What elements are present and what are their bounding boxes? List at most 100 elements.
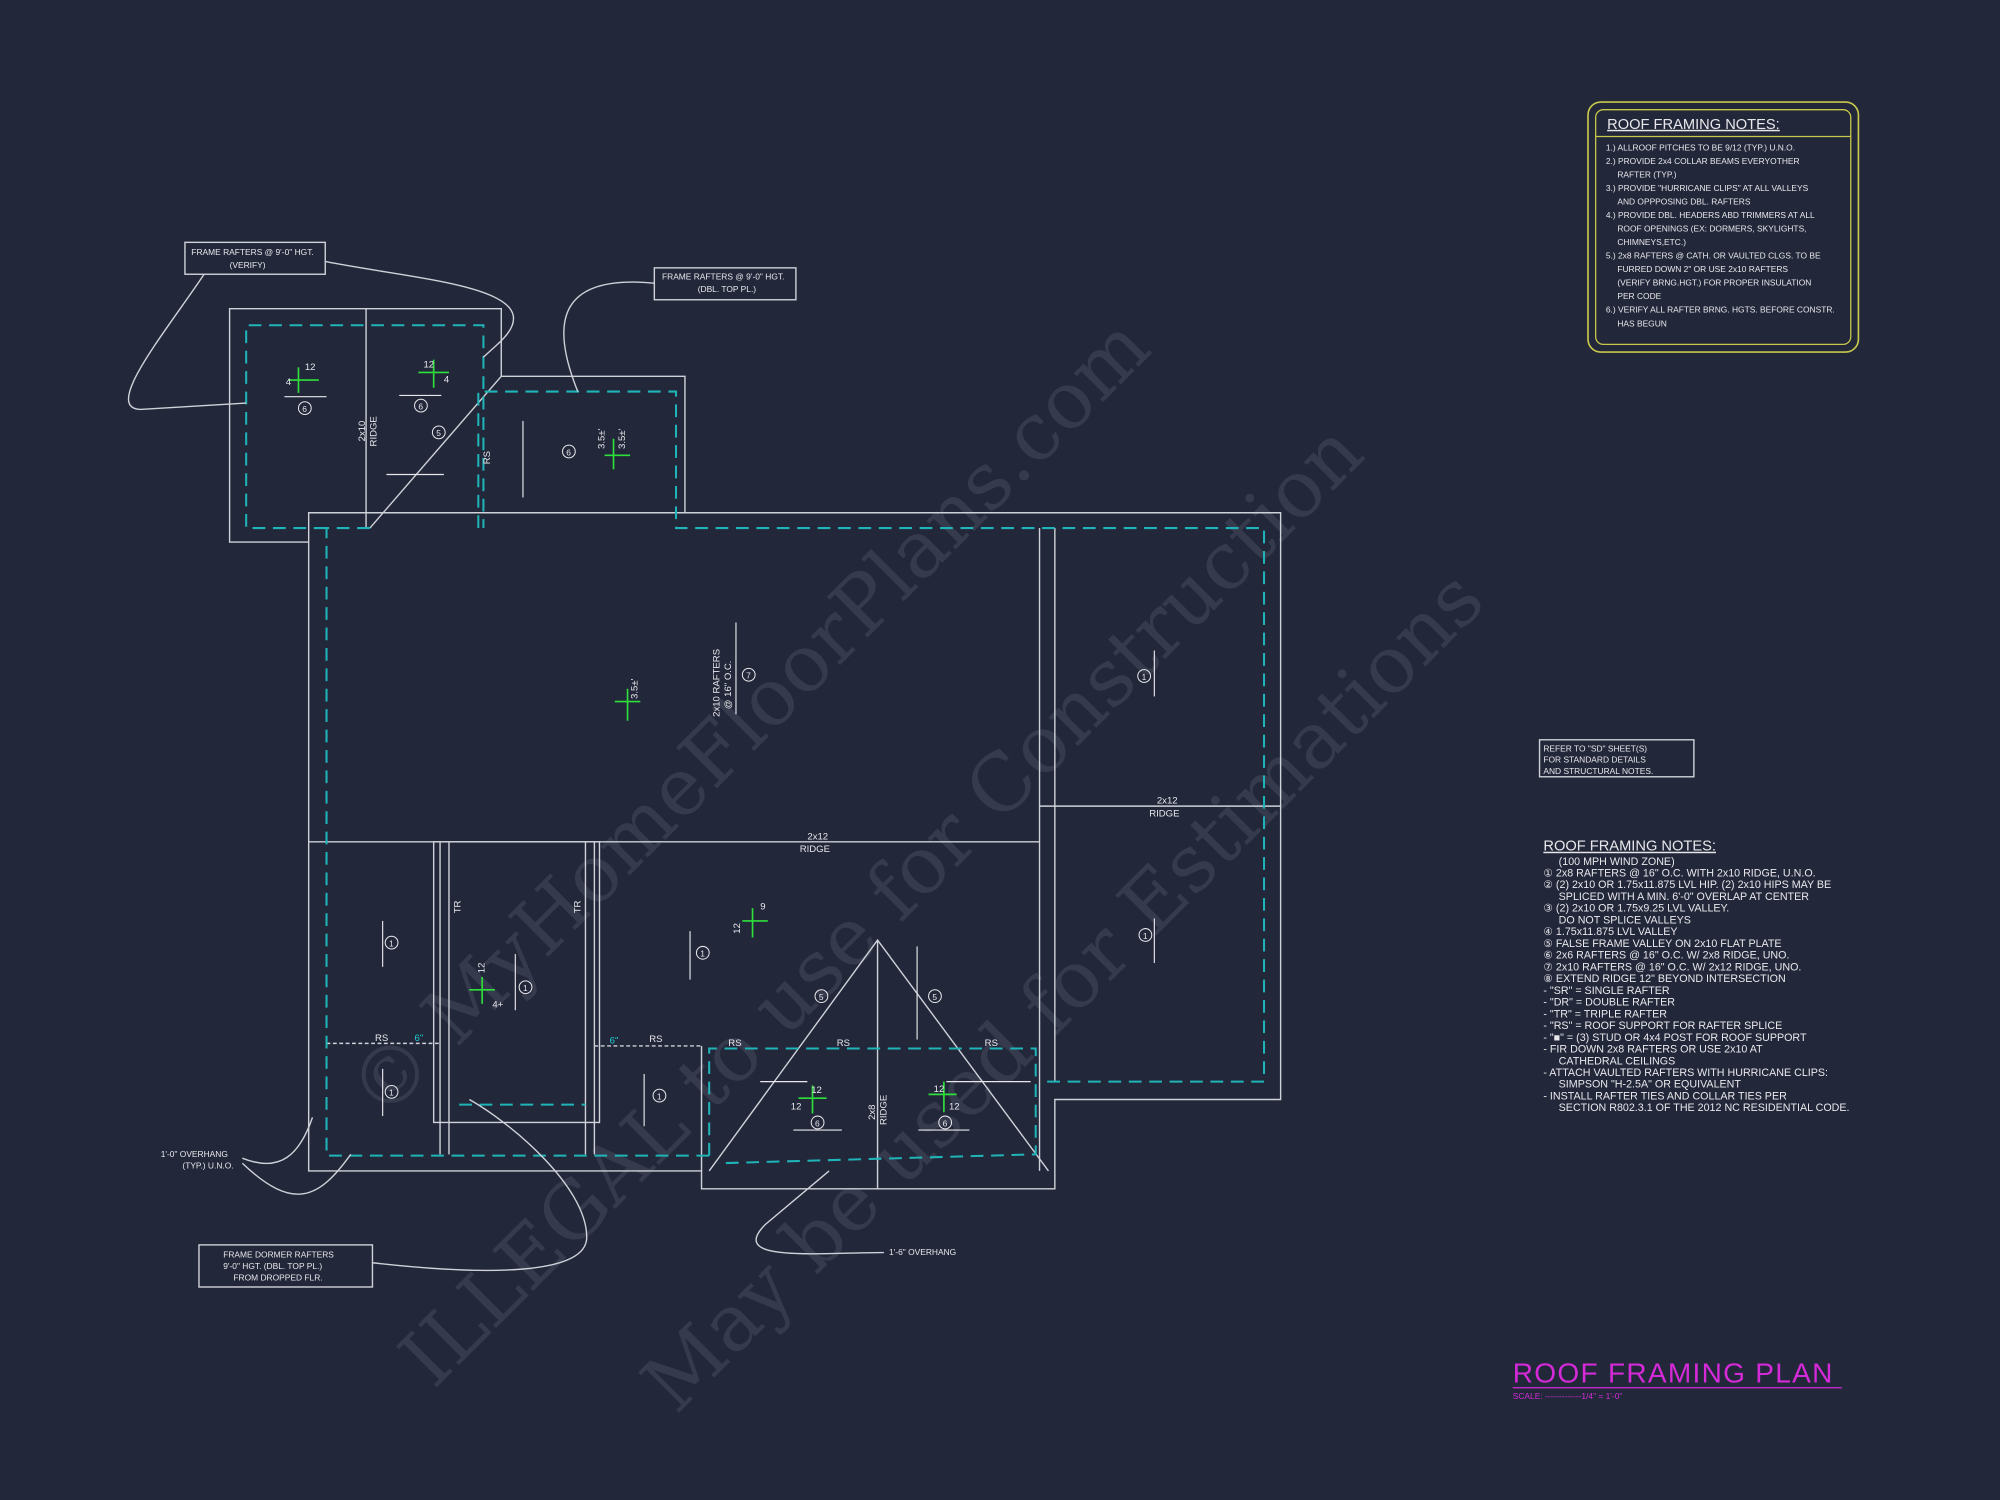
refer-sd-note: REFER TO "SD" SHEET(S) FOR STANDARD DETA… (1538, 739, 1695, 778)
rs-label: RS (649, 1034, 662, 1045)
drawing-scale: SCALE: -------------1/4" = 1'-0" (1513, 1391, 1623, 1401)
note-line: - ATTACH VAULTED RAFTERS WITH HURRICANE … (1543, 1067, 1828, 1079)
note-ref-circles: 6 6 5 6 7 1 1 1 1 1 1 1 5 5 6 6 (297, 398, 1153, 1130)
ridge-label: RIDGE (1149, 808, 1179, 819)
tr-label: TR (572, 900, 583, 913)
note-ref: 6 (815, 1118, 820, 1128)
note-ref: 1 (523, 983, 528, 993)
ridge-label: RIDGE (878, 1095, 889, 1125)
note-ref: 7 (746, 671, 751, 681)
callout-text: FRAME DORMER RAFTERS (223, 1250, 334, 1260)
note-line: - "RS" = ROOF SUPPORT FOR RAFTER SPLICE (1543, 1020, 1782, 1032)
note-line: - "SR" = SINGLE RAFTER (1543, 985, 1670, 997)
pitch-label: 3.5±' (597, 428, 608, 449)
dimension-label: 6" (610, 1035, 619, 1046)
drawing-title: ROOF FRAMING PLAN (1513, 1358, 1834, 1389)
rafter-arrows (284, 394, 1155, 1131)
note-line: FURRED DOWN 2" OR USE 2x10 RAFTERS (1617, 264, 1788, 274)
note-line: CATHEDRAL CEILINGS (1559, 1055, 1676, 1067)
pitch-label: 3.5±' (617, 428, 628, 449)
ridge-label: 2x8 (867, 1104, 878, 1119)
note-text: FOR STANDARD DETAILS (1543, 755, 1646, 765)
callout-frame-dormer: FRAME DORMER RAFTERS 9'-0" HGT. (DBL. TO… (198, 1098, 588, 1288)
note-line: DO NOT SPLICE VALLEYS (1559, 914, 1691, 926)
rs-label: RS (375, 1033, 388, 1044)
note-line: SIMPSON "H-2.5A" OR EQUIVALENT (1559, 1079, 1742, 1091)
tr-label: TR (452, 900, 463, 913)
callout-text: (DBL. TOP PL.) (698, 284, 757, 294)
pitch-label: 12 (811, 1085, 822, 1096)
callout-text: (TYP.) U.N.O. (182, 1160, 233, 1170)
dimension-label: 6" (415, 1033, 424, 1044)
note-line: (100 MPH WIND ZONE) (1559, 856, 1675, 868)
rafter-label: 2x10 RAFTERS (711, 649, 722, 717)
note-line: 5.) 2x8 RAFTERS @ CATH. OR VAULTED CLGS.… (1606, 251, 1821, 261)
eave-lines (245, 324, 1266, 1165)
plan-labels: 12 4 12 4 12 4+ 9 12 12 12 12 12 3.5±' 3… (284, 359, 1179, 1131)
note-line: SECTION R802.3.1 OF THE 2012 NC RESIDENT… (1559, 1102, 1850, 1114)
note-line: ② (2) 2x10 OR 1.75x11.875 LVL HIP. (2) 2… (1543, 879, 1831, 891)
note-line: 6.) VERIFY ALL RAFTER BRNG. HGTS. BEFORE… (1606, 305, 1835, 315)
notes-heading: ROOF FRAMING NOTES: (1607, 117, 1780, 133)
note-line: ① 2x8 RAFTERS @ 16" O.C. WITH 2x10 RIDGE… (1543, 868, 1815, 880)
pitch-label: 4 (286, 377, 292, 388)
callout-overhang-2: 1'-6" OVERHANG (755, 1170, 956, 1257)
note-line: CHIMNEYS,ETC.) (1617, 237, 1686, 247)
note-line: - FIR DOWN 2x8 RAFTERS OR USE 2x10 AT (1543, 1044, 1763, 1056)
note-line: HAS BEGUN (1617, 318, 1667, 328)
note-ref: 1 (657, 1091, 662, 1101)
note-ref: 6 (418, 401, 423, 411)
pitch-symbols (288, 359, 957, 1114)
note-line: - INSTALL RAFTER TIES AND COLLAR TIES PE… (1543, 1090, 1787, 1102)
note-ref: 6 (302, 404, 307, 414)
note-ref: 6 (943, 1118, 948, 1128)
note-line: SPLICED WITH A MIN. 6'-0" OVERLAP AT CEN… (1559, 891, 1810, 903)
note-line: RAFTER (TYP.) (1617, 170, 1676, 180)
note-ref: 1 (389, 938, 394, 948)
callout-frame-rafters-dbl: FRAME RAFTERS @ 9'-0" HGT. (DBL. TOP PL.… (563, 267, 797, 392)
note-ref: 1 (1142, 672, 1147, 682)
note-line: 1.) ALLROOF PITCHES TO BE 9/12 (TYP.) U.… (1606, 143, 1795, 153)
callout-frame-rafters-verify: FRAME RAFTERS @ 9'-0" HGT. (VERIFY) (127, 241, 515, 411)
ridge-label: RIDGE (800, 844, 830, 855)
title-block: ROOF FRAMING PLAN SCALE: -------------1/… (1512, 1358, 1842, 1401)
roof-framing-notes-box: ROOF FRAMING NOTES: 1.) ALLROOF PITCHES … (1587, 101, 1860, 353)
callout-text: FRAME RAFTERS @ 9'-0" HGT. (662, 271, 784, 281)
rs-label: RS (985, 1038, 998, 1049)
pitch-label: 12 (423, 359, 434, 370)
callout-text: (VERIFY) (230, 260, 266, 270)
note-line: (VERIFY BRNG.HGT.) FOR PROPER INSULATION (1617, 278, 1811, 288)
note-line: ROOF OPENINGS (EX: DORMERS, SKYLIGHTS, (1617, 224, 1806, 234)
note-ref: 1 (389, 1088, 394, 1098)
pitch-label: 4 (444, 375, 450, 386)
ridge-label: 2x10 (357, 421, 368, 442)
watermark: © MyHomeFloorPlans.com ILLEGAL to use fo… (331, 300, 1501, 1430)
notes-heading: ROOF FRAMING NOTES: (1543, 839, 1716, 855)
ridge-label: 2x12 (1157, 796, 1178, 807)
note-line: ⑧ EXTEND RIDGE 12" BEYOND INTERSECTION (1543, 973, 1785, 985)
pitch-label: 12 (732, 923, 743, 934)
note-ref: 1 (1143, 931, 1148, 941)
pitch-label: 12 (949, 1102, 960, 1113)
note-line: ③ (2) 2x10 OR 1.75x9.25 LVL VALLEY. (1543, 903, 1729, 915)
pitch-label: 12 (934, 1084, 945, 1095)
note-line: 2.) PROVIDE 2x4 COLLAR BEAMS EVERYOTHER (1606, 156, 1800, 166)
note-line: - "■" = (3) STUD OR 4x4 POST FOR ROOF SU… (1543, 1032, 1807, 1044)
note-line: ⑦ 2x10 RAFTERS @ 16" O.C. W/ 2x12 RIDGE,… (1543, 961, 1801, 973)
callout-overhang-1: 1'-0" OVERHANG (TYP.) U.N.O. (161, 1117, 352, 1195)
note-line: 4.) PROVIDE DBL. HEADERS ABD TRIMMERS AT… (1606, 210, 1815, 220)
pitch-label: 9 (760, 901, 765, 912)
note-ref: 1 (700, 949, 705, 959)
ridge-label: 2x12 (807, 831, 828, 842)
note-line: AND OPPPOSING DBL. RAFTERS (1617, 197, 1751, 207)
callout-text: 9'-0" HGT. (DBL. TOP PL.) (223, 1261, 322, 1271)
pitch-label: 4+ (492, 1000, 503, 1011)
pitch-label: 3.5±' (630, 678, 641, 699)
note-line: ⑤ FALSE FRAME VALLEY ON 2x10 FLAT PLATE (1543, 938, 1781, 950)
callout-text: 1'-0" OVERHANG (161, 1149, 228, 1159)
roof-framing-notes-list: ROOF FRAMING NOTES: (100 MPH WIND ZONE)①… (1543, 839, 1849, 1114)
callout-text: FROM DROPPED FLR. (233, 1273, 322, 1283)
pitch-label: 12 (305, 362, 316, 373)
note-line: ④ 1.75x11.875 LVL VALLEY (1543, 926, 1677, 938)
